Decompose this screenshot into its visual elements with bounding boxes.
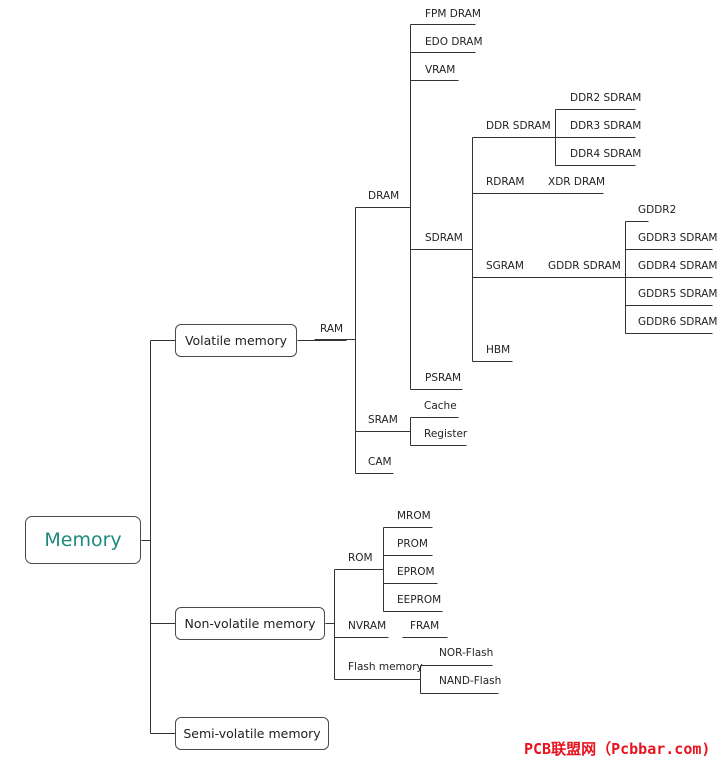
node-psram: PSRAM — [425, 372, 462, 384]
node-xdr-dram: XDR DRAM — [548, 176, 606, 188]
node-gddr5-sdram: GDDR5 SDRAM — [638, 288, 718, 300]
node-gddr-sdram: GDDR SDRAM — [548, 260, 621, 272]
node-register: Register — [424, 428, 468, 440]
node-mrom: MROM — [397, 510, 431, 522]
node-rom: ROM — [348, 552, 373, 564]
node-ddr3-sdram: DDR3 SDRAM — [570, 120, 642, 132]
node-sram: SRAM — [368, 414, 398, 426]
node-hbm: HBM — [486, 344, 511, 356]
node-ddr4-sdram: DDR4 SDRAM — [570, 148, 642, 160]
node-gddr3-sdram: GDDR3 SDRAM — [638, 232, 718, 244]
node-semi-volatile-memory: Semi-volatile memory — [175, 717, 329, 750]
node-fpm-dram: FPM DRAM — [425, 8, 481, 20]
watermark-text: PCB联盟网（Pcbbar.com) — [524, 740, 711, 758]
node-sdram: SDRAM — [425, 232, 463, 244]
node-cam: CAM — [368, 456, 392, 468]
node-rdram: RDRAM — [486, 176, 525, 188]
root-node-memory: Memory — [25, 516, 141, 564]
node-dram: DRAM — [368, 190, 400, 202]
node-ram: RAM — [320, 323, 344, 335]
node-edo-dram: EDO DRAM — [425, 36, 483, 48]
node-eprom: EPROM — [397, 566, 435, 578]
node-gddr2: GDDR2 — [638, 204, 677, 216]
node-nor-flash: NOR-Flash — [439, 647, 494, 659]
node-ddr-sdram: DDR SDRAM — [486, 120, 551, 132]
node-nand-flash: NAND-Flash — [439, 675, 502, 687]
node-vram: VRAM — [425, 64, 456, 76]
node-eeprom: EEPROM — [397, 594, 442, 606]
node-non-volatile-memory: Non-volatile memory — [175, 607, 325, 640]
node-nvram: NVRAM — [348, 620, 387, 632]
node-volatile-memory: Volatile memory — [175, 324, 297, 357]
node-prom: PROM — [397, 538, 428, 550]
node-sgram: SGRAM — [486, 260, 524, 272]
node-gddr6-sdram: GDDR6 SDRAM — [638, 316, 718, 328]
node-ddr2-sdram: DDR2 SDRAM — [570, 92, 642, 104]
node-gddr4-sdram: GDDR4 SDRAM — [638, 260, 718, 272]
node-cache: Cache — [424, 400, 457, 412]
node-flash-memory: Flash memory — [348, 661, 423, 673]
node-fram: FRAM — [410, 620, 440, 632]
